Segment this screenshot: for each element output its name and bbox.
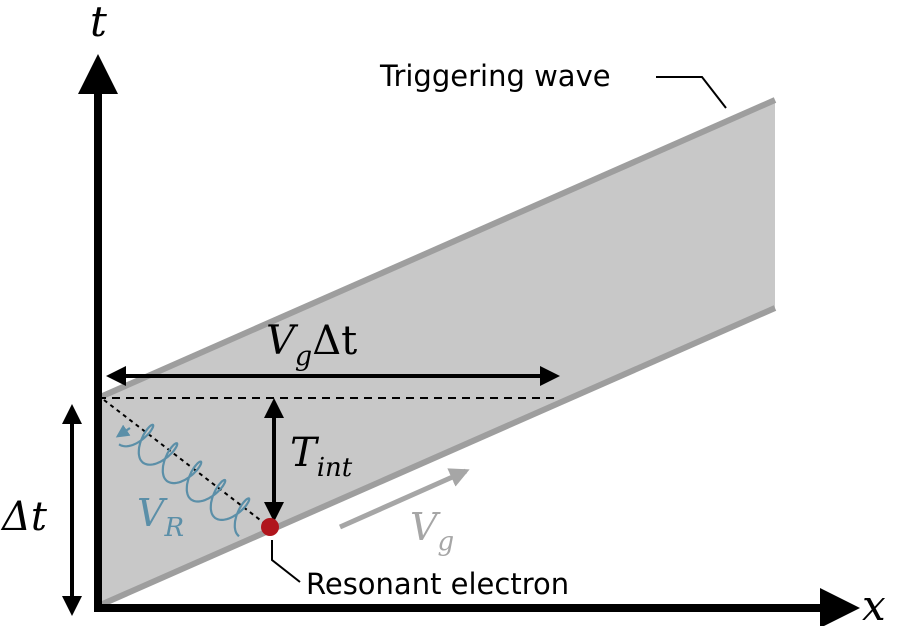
vg-sub: g — [437, 527, 454, 557]
t-int-label: Tint — [290, 430, 353, 483]
t-int-sub: int — [317, 453, 353, 483]
vg-label: Vg — [410, 505, 454, 557]
triggering-wave-label: Triggering wave — [379, 59, 611, 93]
helix-spiral — [118, 423, 251, 538]
v-r-sub: R — [163, 513, 184, 543]
resonant-electron-leader — [271, 540, 301, 583]
wave-band-upper-edge — [96, 97, 777, 401]
vg-dt-label: VgΔt — [266, 318, 357, 372]
t-axis-label: t — [90, 0, 107, 46]
resonant-electron-dot — [261, 518, 279, 536]
vg-dt-tail: Δt — [312, 318, 357, 364]
helix-arrowhead — [115, 424, 131, 438]
delta-t-label: Δt — [0, 494, 48, 540]
triggering-wave-leader — [656, 76, 727, 109]
x-axis-label: x — [862, 581, 886, 626]
vg-base: V — [410, 505, 441, 549]
vg-dt-base: V — [266, 318, 299, 364]
wave-band-lower-edge — [96, 305, 777, 609]
t-int-base: T — [290, 430, 320, 476]
resonant-trajectory-line — [103, 399, 269, 527]
vg-dt-sub: g — [295, 341, 312, 372]
resonant-electron-label: Resonant electron — [306, 567, 569, 601]
v-r-base: V — [137, 491, 168, 535]
v-r-label: VR — [137, 491, 184, 543]
vg-direction-arrow — [338, 468, 470, 530]
